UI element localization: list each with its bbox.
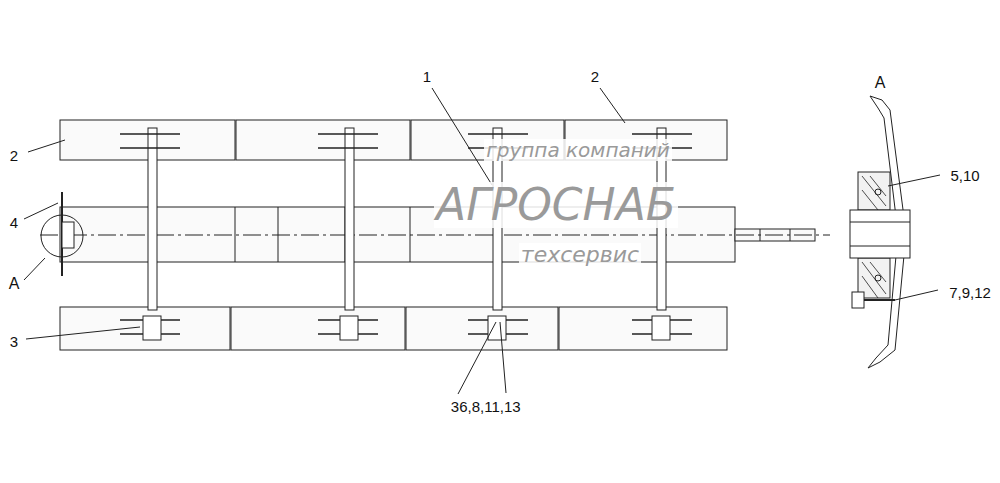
fastener (120, 134, 692, 334)
callout-number: 5,10 (948, 167, 981, 184)
callout-number: 7,9,12 (947, 284, 993, 301)
watermark: АГРОСНАБ (434, 182, 678, 228)
callout-number: 2 (8, 147, 20, 164)
leader-line (24, 88, 940, 394)
slat-row (60, 120, 727, 160)
callout-number: 4 (8, 214, 20, 231)
callout-number: 1 (421, 68, 433, 85)
end-flange (41, 192, 83, 276)
view-letter: A (873, 74, 888, 92)
clamp-plate (143, 316, 670, 340)
slat-row (60, 307, 727, 350)
callout-number: 6,8,11,13 (457, 398, 522, 415)
detail-section (850, 96, 910, 368)
callout-number: 2 (589, 68, 601, 85)
watermark: группа компаний (484, 139, 672, 161)
watermark: техсервис (519, 243, 641, 267)
callout-number: 3 (8, 333, 20, 350)
view-letter: A (7, 275, 22, 293)
